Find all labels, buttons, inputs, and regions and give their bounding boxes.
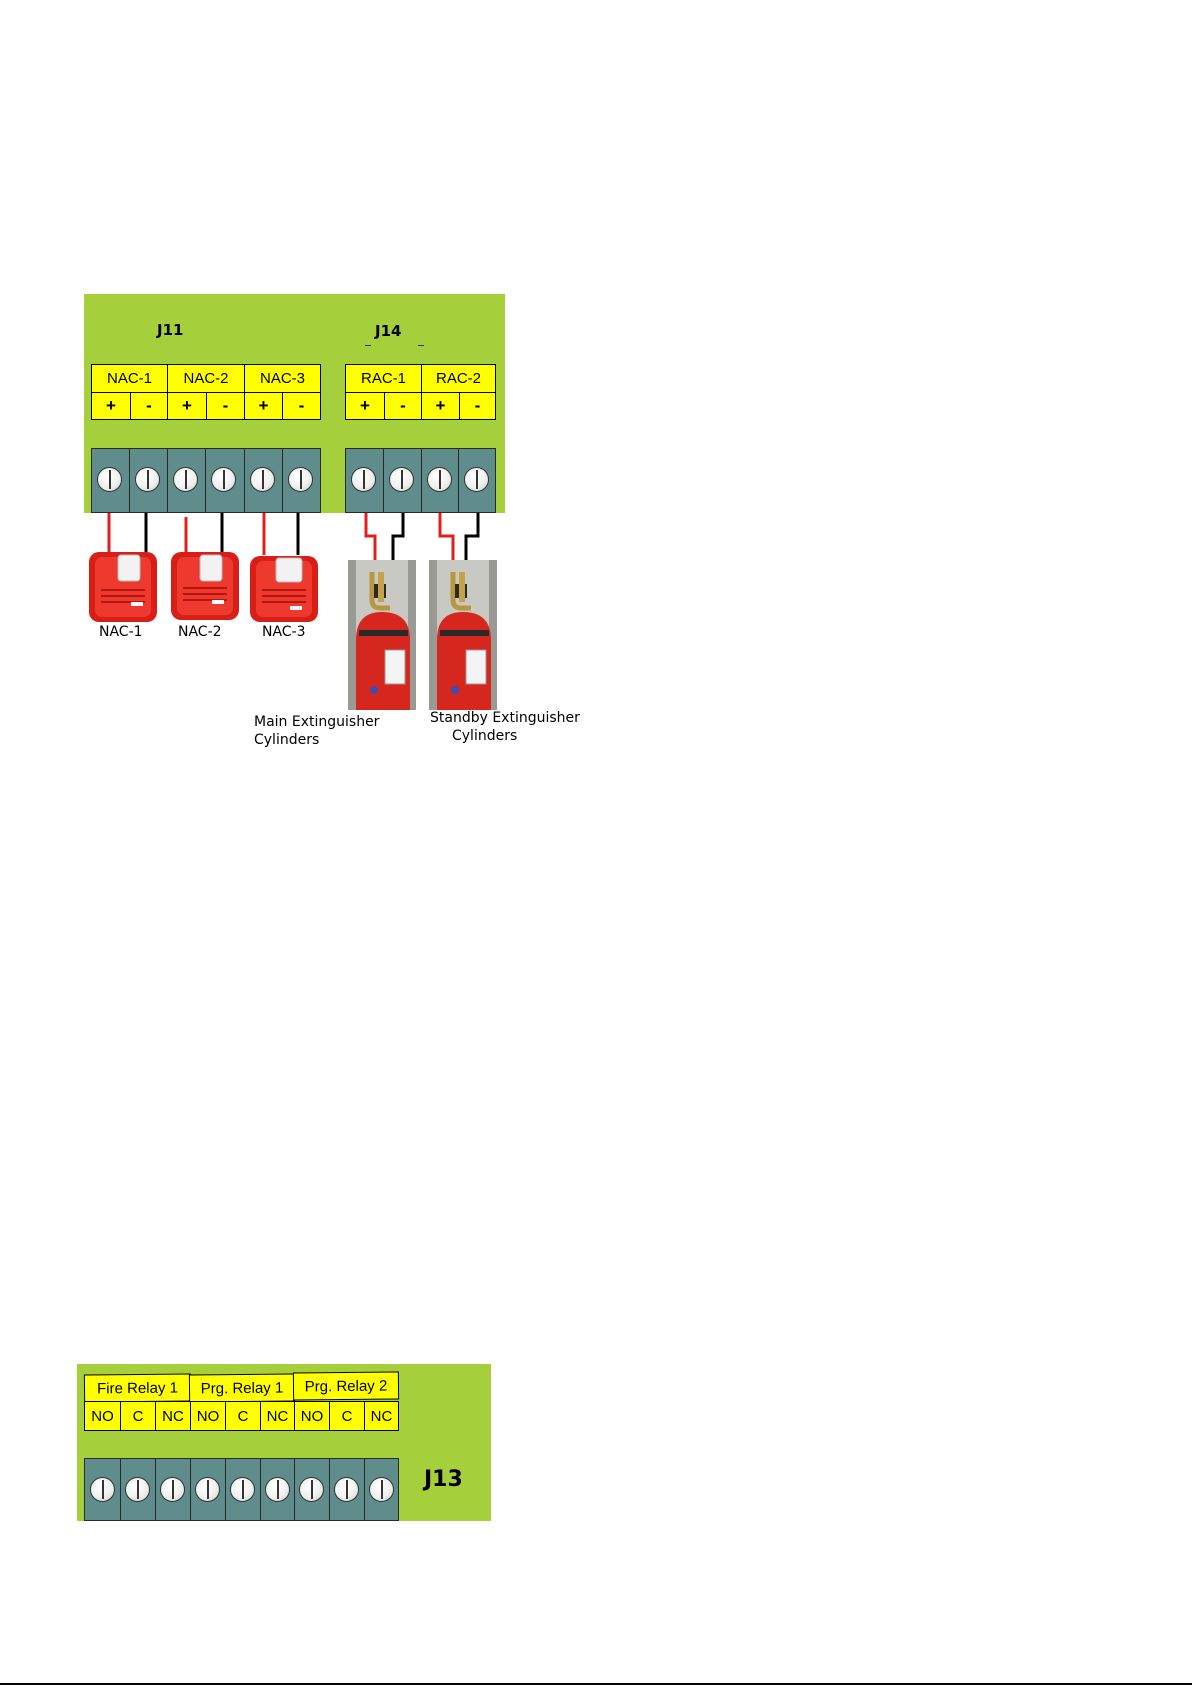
horn-strobe-icon	[89, 552, 157, 622]
screw-icon	[299, 1477, 324, 1502]
screw-icon	[125, 1477, 150, 1502]
fire-relay-1-label: Fire Relay 1	[84, 1373, 191, 1402]
prg-relay-2-label: Prg. Relay 2	[293, 1371, 399, 1400]
prg-relay-2-nc-label: NC	[364, 1401, 399, 1431]
prg-relay-1-label: Prg. Relay 1	[189, 1373, 295, 1402]
extinguisher-cylinder-icon	[348, 560, 416, 710]
prg-relay-1-nc-label: NC	[260, 1401, 295, 1431]
prg-relay-1-no-label: NO	[190, 1401, 226, 1431]
prg-relay-2-no-label: NO	[294, 1401, 330, 1431]
main-extinguisher-caption-line2: Cylinders	[254, 732, 319, 748]
nac-3-device-caption: NAC-3	[262, 624, 306, 640]
fire-relay-1-c-label: C	[120, 1401, 156, 1431]
rac-1-negative-wire	[393, 513, 403, 562]
standby-extinguisher-caption: Standby Extinguisher	[430, 710, 580, 726]
prg-relay-2-c-label: C	[329, 1401, 365, 1431]
horn-strobe-icon	[250, 556, 318, 622]
horn-strobe-icon	[171, 552, 239, 620]
fire-relay-1-no-label: NO	[84, 1401, 121, 1431]
main-extinguisher-caption: Main Extinguisher	[254, 714, 379, 730]
screw-icon	[90, 1477, 115, 1502]
prg-relay-1-c-label: C	[225, 1401, 261, 1431]
fire-relay-1-nc-label: NC	[155, 1401, 191, 1431]
screw-icon	[195, 1477, 220, 1502]
rac-2-negative-wire	[466, 513, 478, 562]
nac-2-device-caption: NAC-2	[178, 624, 222, 640]
nac-1-device-caption: NAC-1	[99, 624, 143, 640]
screw-icon	[265, 1477, 290, 1502]
screw-icon	[369, 1477, 394, 1502]
screw-icon	[230, 1477, 255, 1502]
screw-icon	[160, 1477, 185, 1502]
screw-icon	[334, 1477, 359, 1502]
extinguisher-cylinder-icon	[429, 560, 497, 710]
j13-label: J13	[424, 1467, 463, 1492]
rac-2-positive-wire	[440, 513, 453, 562]
rac-1-positive-wire	[366, 513, 375, 562]
standby-extinguisher-caption-line2: Cylinders	[452, 728, 517, 744]
